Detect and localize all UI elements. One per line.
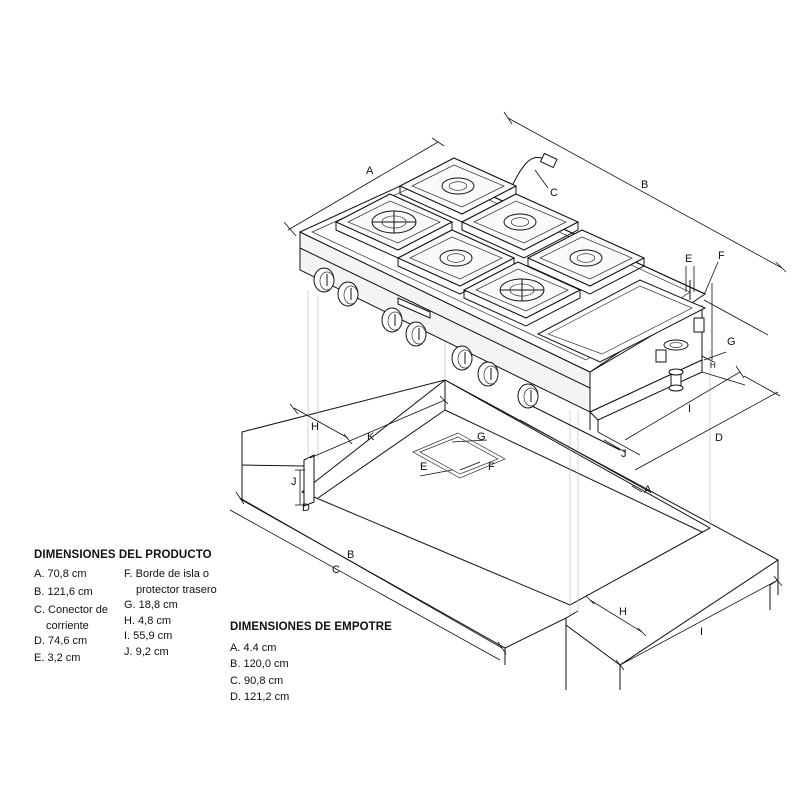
product-dim-c: C. Conector de (34, 604, 108, 616)
burner-grate (460, 193, 580, 259)
burner-grate (398, 157, 518, 223)
dimension-lines (229, 111, 787, 671)
label-i-right: I (688, 403, 691, 415)
control-knob (517, 383, 539, 409)
product-dim-h: H. 4,8 cm (124, 614, 172, 627)
control-knob (477, 361, 499, 387)
product-dimensions-left-column: A. 70,8 cm B. 121,6 cm C. Conector de co… (34, 567, 108, 667)
control-knob (337, 281, 359, 307)
label-e-recess: E (420, 461, 427, 473)
product-dim-c-cont: corriente (46, 619, 89, 632)
label-h-lower: H (619, 606, 627, 618)
product-dim-b: B. 121,6 cm (34, 586, 93, 598)
label-c-top: C (550, 187, 558, 199)
product-dim-d: D. 74,6 cm (34, 635, 88, 647)
label-c-lower: C (332, 564, 340, 576)
label-d-right: D (715, 432, 723, 444)
label-g-recess: G (477, 431, 486, 443)
label-f-top: F (718, 250, 725, 262)
product-dimensions-title: DIMENSIONES DEL PRODUCTO (34, 549, 212, 561)
label-a-lower: A (644, 484, 652, 496)
label-b-lower: B (347, 549, 354, 561)
cutout-dimensions-legend: DIMENSIONES DE EMPOTRE A. 4.4 cm B. 120,… (230, 620, 400, 703)
label-j-right: J (621, 448, 627, 460)
label-a-top: A (366, 165, 374, 177)
product-dim-j: J. 9,2 cm (124, 645, 169, 658)
control-knob (451, 345, 473, 371)
product-dim-g: G. 18,8 cm (124, 599, 178, 611)
product-dim-i: I. 55,9 cm (124, 630, 173, 642)
label-h-small: H (710, 361, 716, 370)
product-dim-a: A. 70,8 cm (34, 568, 87, 580)
burner-grates (334, 157, 646, 327)
control-knobs (313, 267, 539, 409)
label-e-top: E (685, 253, 692, 265)
product-dim-e: E. 3,2 cm (34, 652, 81, 664)
product-dim-f-cont: protector trasero (136, 583, 217, 596)
label-d-left: D (302, 502, 310, 514)
product-dimensions-right-column: F. Borde de isla o protector trasero G. … (124, 567, 217, 660)
control-knob (381, 307, 403, 333)
cutout-dim-d: D. 121,2 cm (230, 691, 290, 703)
label-f-recess: F (488, 461, 495, 473)
burner-grate (396, 229, 516, 295)
label-b-top: B (641, 179, 648, 191)
label-g-right: G (727, 336, 736, 348)
label-k: K (367, 431, 375, 443)
cutout-dimensions-title: DIMENSIONES DE EMPOTRE (230, 621, 392, 633)
label-i-lower: I (700, 626, 703, 638)
product-dimensions-legend: DIMENSIONES DEL PRODUCTO A. 70,8 cm B. 1… (34, 548, 234, 668)
control-knob (313, 267, 335, 293)
cutout-dim-c: C. 90,8 cm (230, 674, 284, 687)
cutout-dim-a: A. 4.4 cm (230, 641, 277, 654)
dimension-labels: A B C E F G H I D J A H K G E F J D B C … (291, 165, 736, 638)
cutout-dim-b: B. 120,0 cm (230, 658, 289, 670)
product-dim-f: F. Borde de isla o (124, 568, 209, 580)
burner-grate (526, 229, 646, 295)
control-knob (405, 321, 427, 347)
label-j-left: J (291, 476, 297, 488)
countertop (241, 379, 779, 690)
label-h-cutout: H (311, 421, 319, 433)
